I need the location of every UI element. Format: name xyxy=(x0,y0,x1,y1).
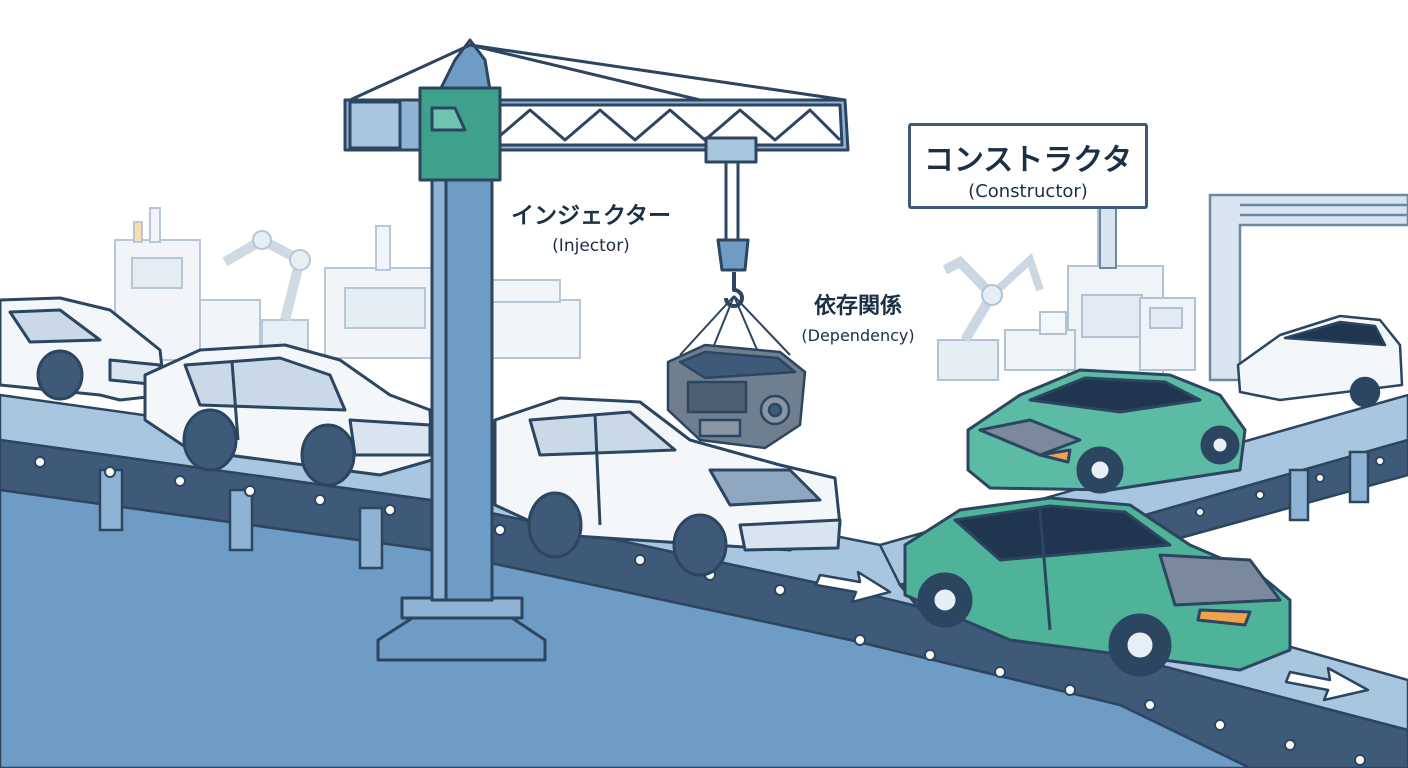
conveyor-belt-main xyxy=(0,393,1408,768)
injector-label: インジェクター (Injector) xyxy=(496,196,686,256)
car-finished-2 xyxy=(903,496,1292,677)
injector-label-en: (Injector) xyxy=(552,236,630,256)
constructor-sign: コンストラクタ (Constructor) xyxy=(908,123,1148,209)
robot-arm-icon xyxy=(937,252,1044,381)
constructor-label-jp: コンストラクタ xyxy=(923,143,1133,178)
engine-block-icon xyxy=(666,343,807,450)
conveyor-arrow-icon xyxy=(1284,666,1370,702)
injector-label-jp: インジェクター xyxy=(510,203,672,229)
car-body-2 xyxy=(143,343,434,487)
gantry-crane-icon xyxy=(343,38,850,662)
sign-post xyxy=(1099,207,1117,269)
car-body-3 xyxy=(493,396,842,577)
background-factory-right xyxy=(937,207,1196,381)
car-finished-far xyxy=(1236,314,1404,408)
dependency-label: 依存関係 (Dependency) xyxy=(768,288,948,345)
car-finished-1 xyxy=(966,368,1247,494)
dependency-label-en: (Dependency) xyxy=(801,326,915,345)
constructor-label-en: (Constructor) xyxy=(968,181,1088,202)
conveyor-arrow-icon xyxy=(814,570,892,604)
assembly-gate xyxy=(1208,193,1408,382)
dependency-label-jp: 依存関係 xyxy=(813,294,902,319)
